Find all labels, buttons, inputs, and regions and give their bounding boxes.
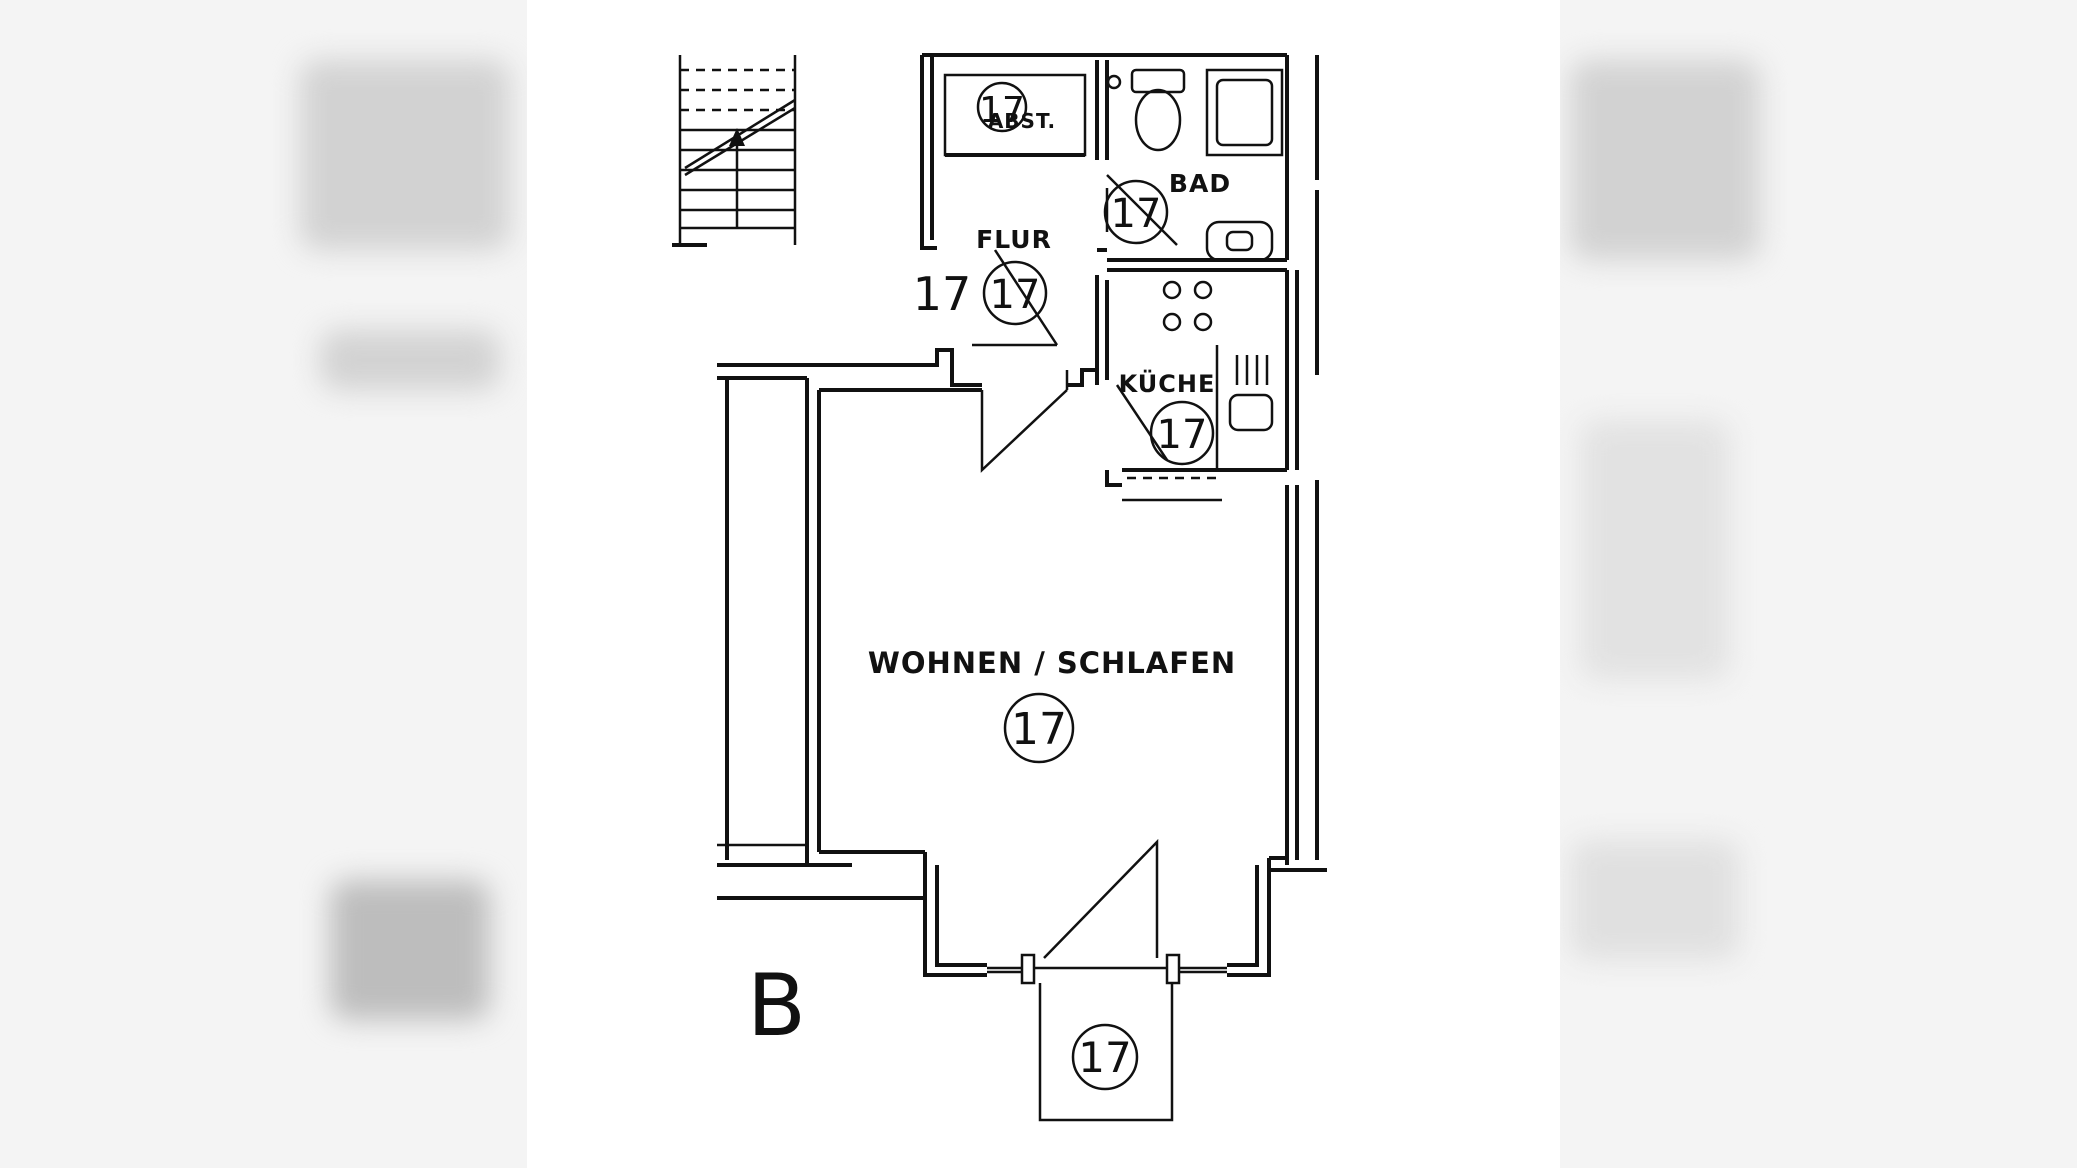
room-number: 17 bbox=[979, 90, 1025, 131]
walls bbox=[717, 53, 1327, 1122]
room-number-circle bbox=[1071, 1023, 1139, 1091]
room-balkon: 17 bbox=[1071, 1023, 1139, 1091]
drain-icon bbox=[1106, 74, 1122, 90]
blurred-shape bbox=[330, 880, 490, 1020]
staircase bbox=[672, 55, 797, 247]
stove-burner bbox=[1193, 312, 1213, 332]
bathroom-fixtures bbox=[1106, 68, 1284, 262]
room-flur: FLUR 17 17 bbox=[913, 225, 1052, 326]
kitchen-fixtures bbox=[1162, 280, 1274, 470]
kitchen-sink bbox=[1228, 393, 1274, 432]
room-number-circle bbox=[1149, 400, 1215, 466]
room-abst: 17 ABST. bbox=[976, 81, 1056, 133]
room-number-circle bbox=[982, 260, 1048, 326]
stove-burner bbox=[1162, 312, 1182, 332]
toilet-bowl bbox=[1134, 88, 1182, 152]
room-label: KÜCHE bbox=[1119, 368, 1216, 398]
stove-burner bbox=[1162, 280, 1182, 300]
blurred-shape bbox=[1580, 420, 1730, 680]
stove-burner bbox=[1193, 280, 1213, 300]
room-number: 17 bbox=[1157, 412, 1208, 458]
room-label: FLUR bbox=[976, 225, 1052, 254]
room-number: 17 bbox=[990, 272, 1041, 318]
blurred-shape bbox=[320, 330, 500, 390]
room-number: 17 bbox=[1011, 704, 1067, 755]
room-label: ABST. bbox=[988, 109, 1056, 133]
room-label: WOHNEN / SCHLAFEN bbox=[868, 646, 1236, 680]
blurred-shape bbox=[1570, 840, 1740, 960]
room-number-circle bbox=[976, 81, 1028, 133]
floor-plan: 17 ABST. BAD 17 FLUR 17 17 KÜCHE 17 WOHN… bbox=[527, 0, 1560, 1168]
room-kueche: KÜCHE 17 bbox=[1119, 368, 1216, 466]
building-letter: B bbox=[747, 956, 806, 1056]
shower-tray bbox=[1205, 68, 1284, 157]
blurred-shape bbox=[300, 60, 510, 250]
arrow-up-icon bbox=[729, 128, 745, 146]
floor-plan-drawing: 17 ABST. BAD 17 FLUR 17 17 KÜCHE 17 WOHN… bbox=[672, 53, 1327, 1122]
sink bbox=[1205, 220, 1274, 262]
room-label: BAD bbox=[1169, 169, 1231, 198]
room-wohnen-schlafen: WOHNEN / SCHLAFEN 17 bbox=[868, 646, 1236, 764]
room-number: 17 bbox=[1111, 191, 1162, 237]
room-number-plain: 17 bbox=[913, 267, 972, 321]
room-number-circle bbox=[1103, 179, 1169, 245]
blurred-shape bbox=[1570, 60, 1760, 260]
blurred-background-left bbox=[0, 0, 527, 1168]
toilet-tank bbox=[1130, 68, 1186, 94]
blurred-background-right bbox=[1560, 0, 2077, 1168]
room-number: 17 bbox=[1078, 1033, 1131, 1082]
room-bad: BAD 17 bbox=[1103, 169, 1231, 245]
room-number-circle bbox=[1003, 692, 1075, 764]
